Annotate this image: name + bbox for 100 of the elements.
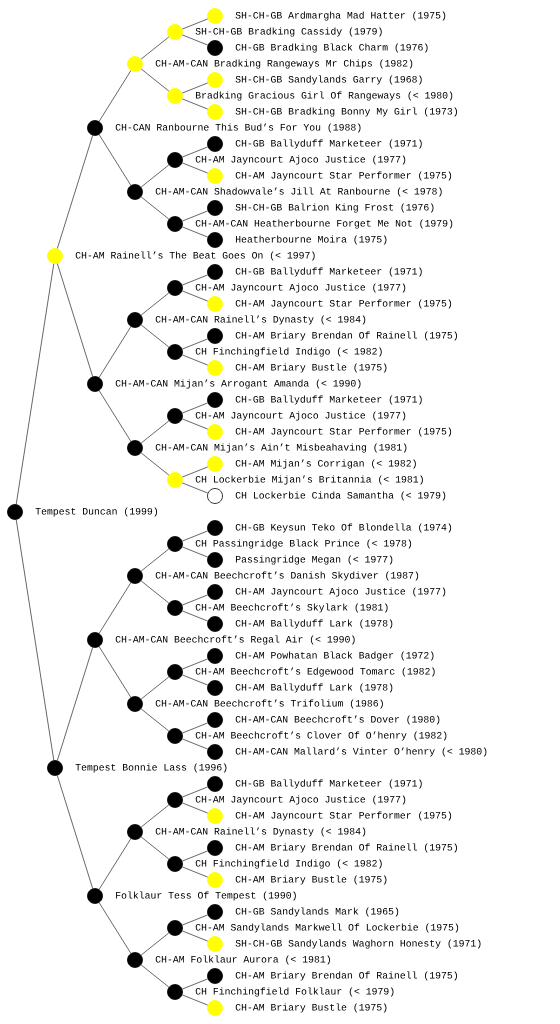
dog-name: CH-AM Mijan’s Corrigan (< 1982) — [235, 459, 416, 469]
tree-line — [140, 324, 170, 348]
tree-line — [57, 135, 93, 249]
dog-name: CH-GB Keysun Teko Of Blondella (1974) — [235, 523, 452, 533]
tree-line — [98, 70, 132, 122]
dog-name: CH-GB Ballyduff Marketeer (1971) — [235, 779, 422, 789]
tree-line — [57, 775, 93, 889]
dog-name: CH-AM Briary Brendan Of Rainell (1975) — [235, 331, 457, 341]
dog-name: CH Finchingfield Indigo (< 1982) — [195, 859, 382, 869]
dog-name: SH-CH-GB Sandylands Garry (1968) — [235, 75, 422, 85]
dog-name: CH-CAN Ranbourne This Bud’s For You (1988) — [115, 123, 361, 133]
tree-line — [140, 708, 170, 732]
tree-line — [140, 676, 170, 700]
tree-line — [182, 34, 208, 46]
tree-line — [182, 146, 208, 158]
dog-name: Folklaur Tess Of Tempest (1990) — [116, 891, 296, 901]
tree-line — [140, 420, 170, 444]
tree-line — [182, 18, 208, 30]
tree-line — [182, 354, 208, 366]
dog-name: CH-AM-CAN Mijan’s Ain’t Misbeahaving (1981) — [155, 443, 407, 453]
tree-line — [182, 402, 208, 414]
dog-name: CH Passingridge Black Prince (< 1978) — [195, 539, 412, 549]
dog-name: SH-CH-GB Balrion King Frost (1976) — [235, 203, 434, 213]
dog-name: CH-AM-CAN Shadowvale’s Jill At Ranbourne (< 1978) — [155, 187, 442, 197]
dog-name: CH-AM Jayncourt Ajoco Justice (1977) — [195, 411, 406, 421]
dog-name: CH-AM-CAN Beechcroft’s Trifolium (1986) — [155, 699, 383, 709]
dog-name: CH Lockerbie Cinda Samantha (< 1979) — [235, 491, 446, 501]
dog-name: Passingridge Megan (< 1977) — [235, 555, 393, 565]
tree-line — [140, 548, 170, 572]
tree-line — [182, 210, 208, 222]
tree-line — [140, 932, 170, 956]
tree-line — [182, 162, 208, 174]
dog-name: CH Finchingfield Indigo (< 1982) — [195, 347, 382, 357]
dog-name: CH-AM-CAN Mijan’s Arrogant Amanda (< 1990) — [115, 379, 361, 389]
tree-line — [98, 134, 132, 186]
tree-line — [182, 338, 208, 350]
tree-line — [182, 850, 208, 862]
dog-name: CH-AM Jayncourt Star Performer (1975) — [235, 171, 452, 181]
dog-name: SH-CH-GB Ardmargha Mad Hatter (1975) — [235, 11, 446, 21]
tree-line — [182, 594, 208, 606]
dog-name: CH-AM-CAN Beechcroft’s Danish Skydiver (1987) — [155, 571, 419, 581]
tree-line — [98, 326, 132, 378]
tree-line — [182, 82, 208, 94]
tree-line — [182, 482, 208, 494]
dog-name: CH-AM Jayncourt Star Performer (1975) — [235, 299, 452, 309]
tree-line — [182, 802, 208, 814]
dog-name: CH-AM Jayncourt Ajoco Justice (1977) — [195, 795, 406, 805]
tree-line — [182, 546, 208, 558]
dog-name: CH-AM-CAN Heatherbourne Forget Me Not (1979) — [195, 219, 453, 229]
dog-name: CH-AM Jayncourt Ajoco Justice (1977) — [195, 283, 406, 293]
dog-name: CH-AM-CAN Beechcroft’s Regal Air (< 1990) — [115, 635, 355, 645]
dog-name: CH-AM Jayncourt Ajoco Justice (1977) — [195, 155, 406, 165]
dog-name: CH Finchingfield Folklaur (< 1979) — [195, 987, 394, 997]
dog-name: CH-AM-CAN Rainell’s Dynasty (< 1984) — [155, 827, 366, 837]
dog-name: CH-AM Beechcroft’s Edgewood Tomarc (1982) — [195, 667, 435, 677]
tree-line — [182, 674, 208, 686]
tree-line — [182, 274, 208, 286]
dog-name: Heatherbourne Moira (1975) — [235, 235, 387, 245]
tree-line — [140, 964, 170, 988]
tree-line — [140, 196, 170, 220]
tree-line — [182, 978, 208, 990]
dog-name: CH-AM Ballyduff Lark (1978) — [235, 619, 393, 629]
dog-name: CH-AM Briary Brendan Of Rainell (1975) — [235, 843, 457, 853]
dog-name: SH-CH-GB Sandylands Waghorn Honesty (1971) — [235, 939, 481, 949]
tree-line — [182, 994, 208, 1006]
dog-name: Bradking Gracious Girl Of Rangeways (< 1980) — [195, 91, 453, 101]
tree-line — [140, 804, 170, 828]
dog-name: CH-GB Ballyduff Marketeer (1971) — [235, 267, 422, 277]
dog-name: SH-CH-GB Bradking Cassidy (1979) — [195, 27, 382, 37]
tree-line — [140, 580, 170, 604]
dog-name: CH-AM Beechcroft’s Skylark (1981) — [195, 603, 388, 613]
dog-name: Tempest Bonnie Lass (1996) — [75, 763, 227, 773]
tree-line — [15, 263, 55, 505]
dog-name: CH-AM Beechcroft’s Clover Of O’henry (1982) — [195, 731, 447, 741]
dog-name: CH-GB Bradking Black Charm (1976) — [235, 43, 428, 53]
dog-name: CH-AM Folklaur Aurora (< 1981) — [155, 955, 330, 965]
tree-line — [182, 466, 208, 478]
tree-line — [182, 290, 208, 302]
tree-line — [182, 930, 208, 942]
tree-line — [98, 838, 132, 890]
tree-line — [182, 866, 208, 878]
tree-line — [98, 582, 132, 634]
dog-name: CH-AM Ballyduff Lark (1978) — [235, 683, 393, 693]
tree-line — [57, 263, 93, 377]
dog-name: CH-AM Jayncourt Star Performer (1975) — [235, 427, 452, 437]
tree-line — [140, 836, 170, 860]
tree-line — [182, 226, 208, 238]
dog-name: CH-AM Jayncourt Star Performer (1975) — [235, 811, 452, 821]
tree-line — [15, 519, 55, 761]
dog-name: CH-AM-CAN Beechcroft’s Dover (1980) — [235, 715, 440, 725]
tree-line — [98, 646, 132, 698]
tree-line — [98, 390, 132, 442]
dog-name: CH-AM-CAN Mallard’s Vinter O’henry (< 1980) — [235, 747, 487, 757]
dog-name: CH-AM Jayncourt Ajoco Justice (1977) — [235, 587, 446, 597]
dog-name: CH-AM-CAN Rainell’s Dynasty (< 1984) — [155, 315, 366, 325]
tree-line — [182, 786, 208, 798]
dog-name: CH-GB Ballyduff Marketeer (1971) — [235, 395, 422, 405]
dog-name: CH-GB Sandylands Mark (1965) — [235, 907, 399, 917]
dog-name: CH-GB Ballyduff Marketeer (1971) — [235, 139, 422, 149]
tree-line — [140, 164, 170, 188]
